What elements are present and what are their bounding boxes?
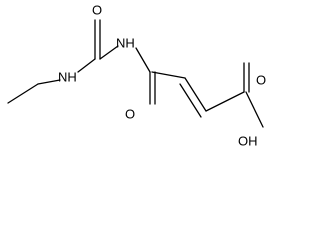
bond-ethyl-ch2-n [37, 79, 61, 85]
bond-alkene-double [179, 83, 202, 118]
atom-label-oxygen-top: O [92, 3, 102, 18]
atom-label-oxygen-bottom: O [125, 107, 135, 122]
atom-label-nh-right: NH [116, 36, 135, 51]
atom-label-nh-left: NH [58, 70, 77, 85]
bond-urea-c-nh-right [99, 45, 119, 60]
bond-carboxyl-c-oh [245, 91, 264, 128]
bond-alkene-to-carboxyl-c [205, 91, 245, 112]
atom-label-oxygen-carboxyl: O [256, 73, 266, 88]
bond-nh-left-urea-c [77, 58, 96, 73]
bond-nh-right-amide-c [135, 47, 151, 73]
bond-ethyl-ch3-ch2 [7, 83, 39, 104]
bond-alkene-single [184, 77, 207, 112]
chemical-structure: O NH NH O O OH [7, 3, 266, 149]
bond-amide-c-alkene [151, 71, 186, 79]
atom-label-hydroxyl: OH [238, 134, 258, 149]
